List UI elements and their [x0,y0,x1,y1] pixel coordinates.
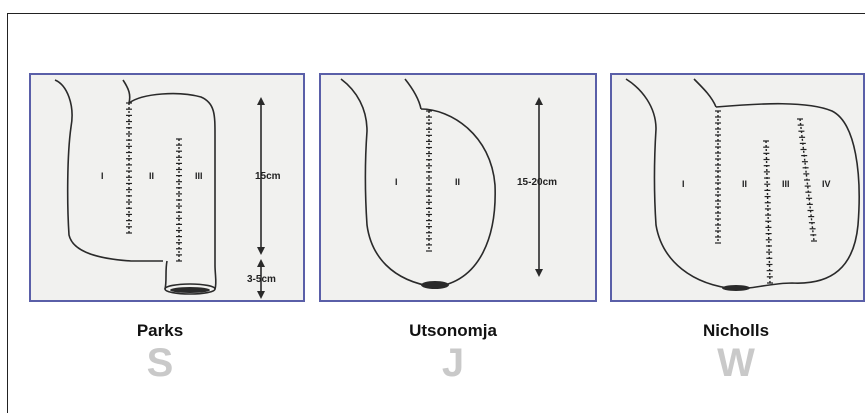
utsonomja-limb-label: II [455,177,460,187]
panel-parks: I II III 15cm 3-5cm [29,73,305,302]
letter-j: J [393,341,513,386]
letter-s: S [100,341,220,386]
parks-conduit-label: 3-5cm [247,274,276,285]
parks-limb-label: I [101,171,104,181]
panel-utsonomja: I II 15-20cm [319,73,597,302]
parks-limb-label: II [149,171,154,181]
panel-nicholls: I II III IV [610,73,865,302]
parks-pouch-diagram: I II III 15cm 3-5cm [31,75,305,302]
nicholls-limb-label: III [782,179,790,189]
nicholls-limb-label: IV [822,179,831,189]
utsonomja-length-label: 15-20cm [517,177,557,188]
nicholls-limb-label: I [682,179,685,189]
caption-utsonomja: Utsonomja [363,321,543,341]
caption-nicholls: Nicholls [646,321,826,341]
parks-limb-label: III [195,171,203,181]
parks-length-label: 15cm [255,171,281,182]
letter-w: W [676,341,796,386]
utsonomja-pouch-diagram: I II 15-20cm [321,75,597,302]
nicholls-limb-label: II [742,179,747,189]
nicholls-pouch-diagram: I II III IV [612,75,865,302]
utsonomja-limb-label: I [395,177,398,187]
caption-parks: Parks [70,321,250,341]
